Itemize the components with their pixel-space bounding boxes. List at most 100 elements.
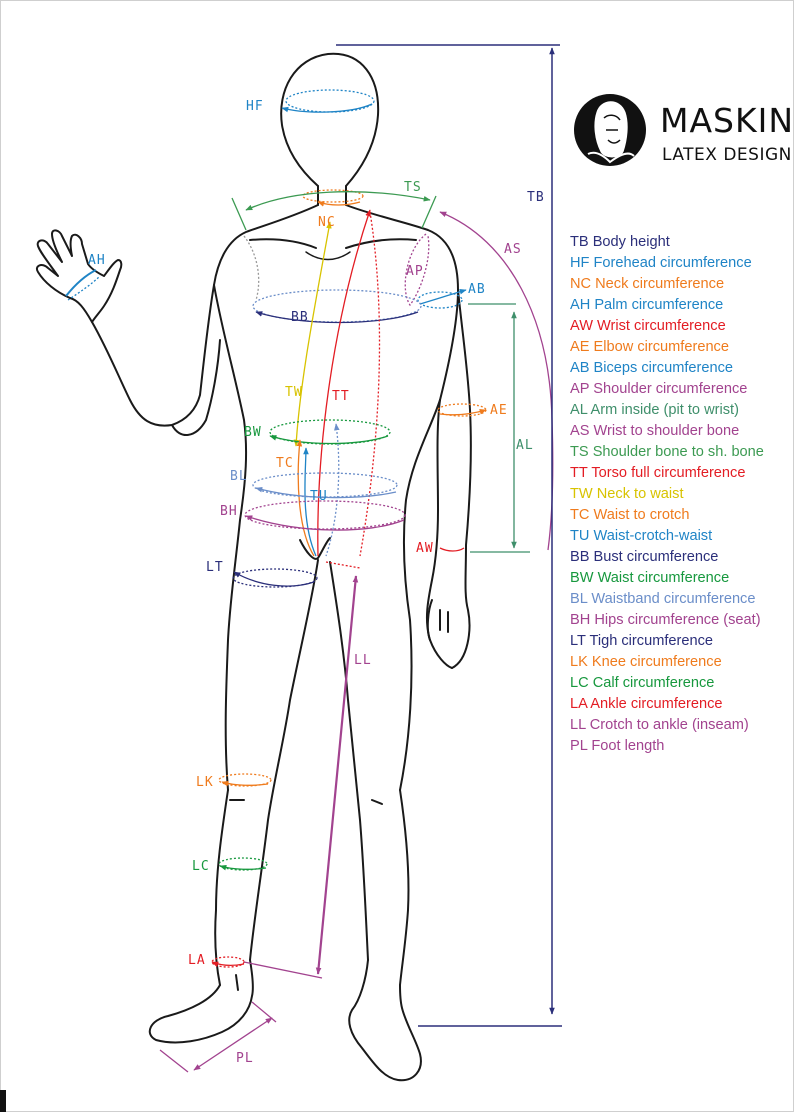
label-nc: NC: [318, 215, 336, 230]
legend-item-ae: AE Elbow circumference: [570, 339, 729, 355]
bl-loop: [252, 472, 398, 498]
legend-item-pl: PL Foot length: [570, 738, 665, 754]
legend-item-ab: AB Biceps circumference: [570, 360, 734, 376]
label-ah: AH: [88, 253, 106, 268]
legend-item-as: AS Wrist to shoulder bone: [570, 423, 740, 439]
legend-item-bb: BB Bust circumference: [570, 549, 719, 565]
right-foot: [348, 959, 422, 1082]
label-bw: BW: [244, 425, 262, 440]
lt-arrow: [233, 571, 315, 587]
legend-item-tb: TB Body height: [570, 234, 670, 250]
label-tc: TC: [276, 456, 294, 471]
ab-arrow: [419, 289, 467, 305]
label-lt: LT: [206, 560, 224, 575]
legend-item-aw: AW Wrist circumference: [570, 318, 726, 334]
legend-item-al: AL Arm inside (pit to wrist): [570, 402, 739, 418]
legend-item-nc: NC Neck circumference: [570, 276, 725, 292]
label-al: AL: [516, 438, 534, 453]
chest-line: [305, 251, 351, 261]
legend-item-lk: LK Knee circumference: [570, 654, 722, 670]
label-tw: TW: [285, 385, 303, 400]
torso-outline: [69, 204, 319, 427]
pl-ticks: [159, 1001, 277, 1073]
knee-marks: [229, 799, 383, 805]
right-torso-side: [399, 399, 441, 791]
label-lc: LC: [192, 859, 210, 874]
legend-item-la: LA Ankle circumference: [570, 696, 723, 712]
left-outer-leg: [214, 789, 229, 986]
collarbone: [249, 238, 417, 249]
legend-item-hf: HF Forehead circumference: [570, 255, 752, 271]
aw-loop: [439, 547, 465, 552]
ankle-mark: [235, 974, 239, 991]
bh-loop: [244, 500, 406, 530]
brand-logo: MASKINX LATEX DESIGN: [574, 94, 794, 166]
label-bh: BH: [220, 504, 238, 519]
legend-item-tt: TT Torso full circumference: [570, 465, 746, 481]
label-tu: TU: [310, 489, 328, 504]
label-tt: TT: [332, 389, 350, 404]
crotch-dots: [325, 561, 361, 569]
label-tb: TB: [527, 190, 545, 205]
code-labels: HF NC TS TB AS AH AP AB BB TW TT AE AL B…: [88, 99, 545, 1066]
legend-item-lc: LC Calf circumference: [570, 675, 715, 691]
nc-loop: [302, 189, 364, 203]
ll-line: [315, 575, 359, 975]
tw-arrow: [293, 221, 332, 447]
label-ab: AB: [468, 282, 486, 297]
brand-subtitle: LATEX DESIGN: [662, 145, 792, 165]
ab-loop: [417, 291, 463, 309]
legend-item-lt: LT Tigh circumference: [570, 633, 714, 649]
body-outline: [36, 52, 472, 1082]
ah-dots: [67, 275, 101, 301]
right-arm-outer: [451, 289, 472, 669]
brand-name: MASKINX: [660, 101, 794, 140]
label-ll: LL: [354, 653, 372, 668]
ah-loop: [65, 269, 97, 297]
corner-mark: [0, 1090, 6, 1112]
la-arrow: [211, 961, 245, 967]
legend-item-ah: AH Palm circumference: [570, 297, 724, 313]
label-ap: AP: [406, 264, 424, 279]
legend-item-ts: TS Shoulder bone to sh. bone: [570, 444, 764, 460]
lk-arrow: [221, 781, 269, 787]
hf-loop: [285, 89, 375, 113]
left-torso-side: [213, 284, 248, 791]
torso-right-outline: [345, 204, 459, 401]
left-arm-inner: [171, 339, 221, 436]
tt-arrow: [317, 209, 371, 557]
la-loop: [211, 956, 245, 968]
bw-loop: [269, 419, 391, 445]
legend-item-ap: AP Shoulder circumference: [570, 381, 748, 397]
ts-ticks: [231, 195, 437, 231]
bw-arrow: [269, 435, 389, 445]
lc-arrow: [219, 865, 267, 871]
right-arm-inner: [425, 399, 453, 669]
label-bl: BL: [230, 469, 248, 484]
tu-dots: [325, 423, 340, 557]
left-hand-outline: [36, 229, 123, 323]
crotch-outline: [299, 537, 331, 560]
as-arrow: [439, 211, 554, 551]
left-foot: [148, 959, 254, 1044]
bl-arrow: [255, 486, 397, 499]
label-aw: AW: [416, 541, 434, 556]
label-pl: PL: [236, 1051, 254, 1066]
head-outline: [280, 52, 380, 187]
pl-line: [193, 1017, 273, 1071]
al-ticks: [468, 303, 530, 553]
label-as: AS: [504, 242, 522, 257]
legend-item-bh: BH Hips circumference (seat): [570, 612, 761, 628]
label-hf: HF: [246, 99, 264, 114]
armpit-dots: [243, 235, 260, 301]
legend-item-bl: BL Waistband circumference: [570, 591, 756, 607]
bb-arrow: [255, 311, 419, 324]
legend-item-ll: LL Crotch to ankle (inseam): [570, 717, 749, 733]
right-hand-fingers: [426, 599, 449, 641]
bb-loop: [252, 289, 422, 323]
hf-arrow: [281, 103, 373, 113]
ap-loop: [404, 233, 430, 307]
la-tick: [243, 961, 323, 979]
